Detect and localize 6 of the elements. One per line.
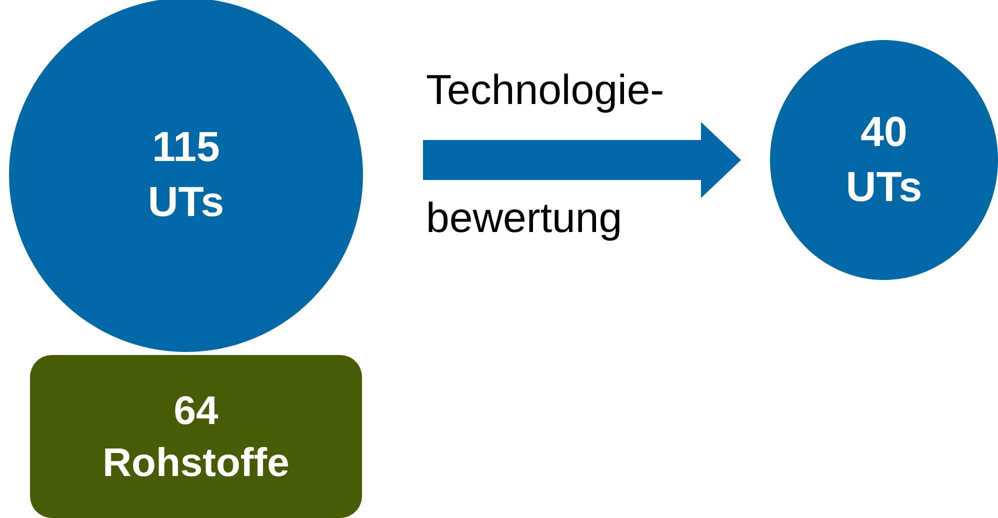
edge-label: Technologie- bewertung (426, 65, 666, 243)
node-text: 40 UTs (844, 107, 924, 212)
rounded-box (30, 355, 362, 518)
node-text: 64 Rohstoffe (102, 388, 290, 486)
node-text: 115 UTs (146, 122, 226, 227)
block-arrow (423, 122, 741, 198)
